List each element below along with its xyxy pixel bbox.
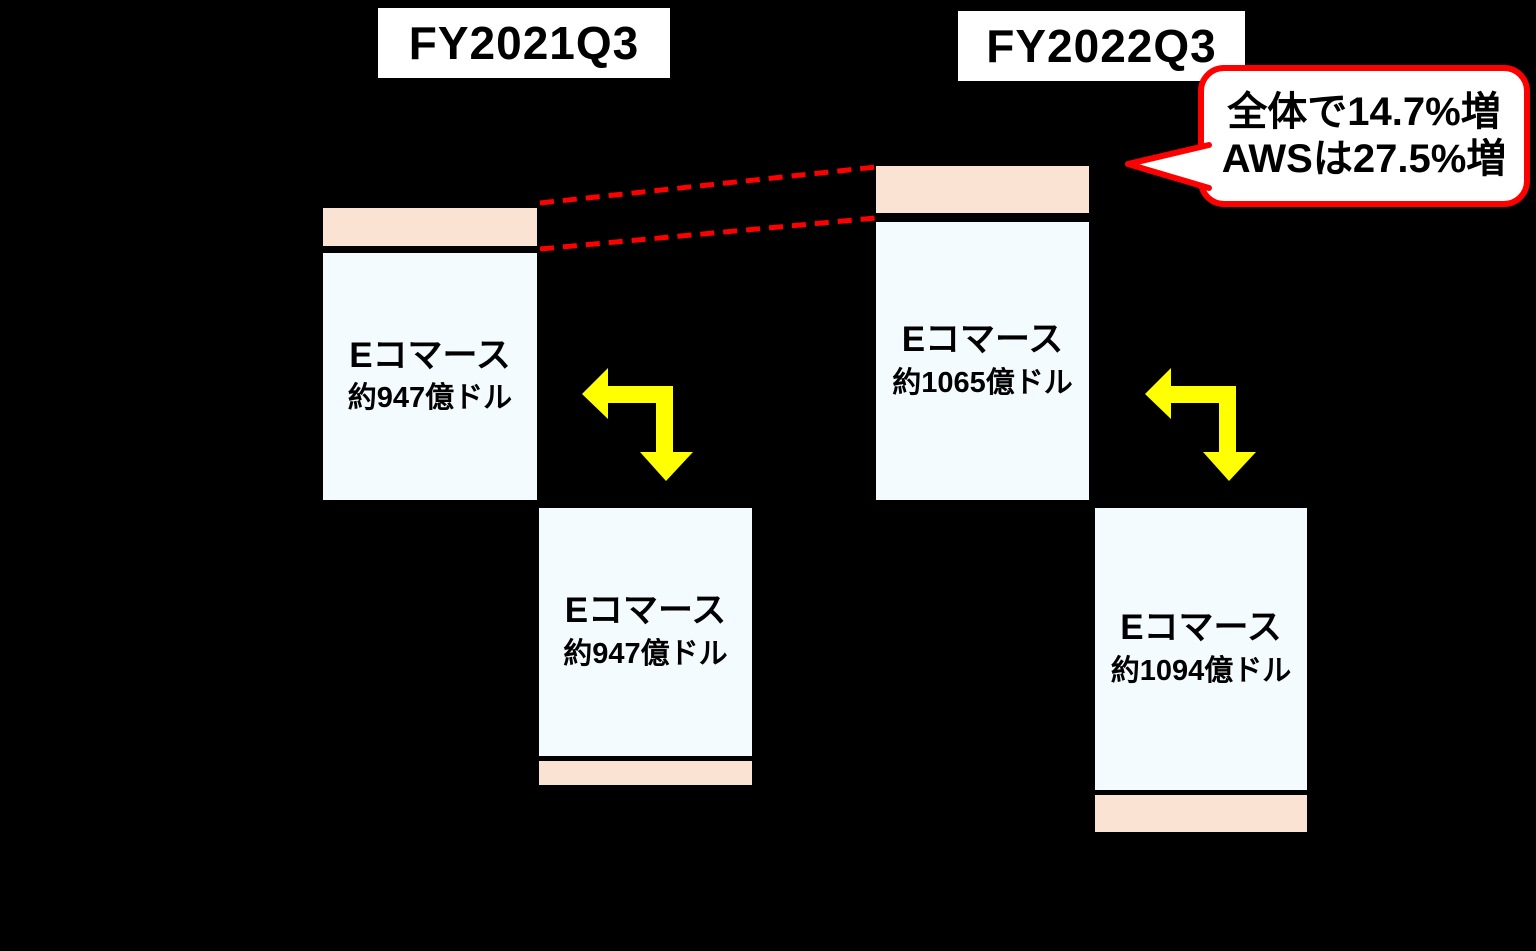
fy2022-shifted-ecommerce-segment: Eコマース 約1094億ドル <box>1095 508 1307 790</box>
aws-connector-dashed-line-top <box>539 164 877 206</box>
period-title-fy2021q3: FY2021Q3 <box>378 8 670 78</box>
segment-label-line1: Eコマース <box>901 320 1064 360</box>
aws-connector-dashed-line-bottom <box>539 215 877 252</box>
fy2022-revenue-aws-segment <box>876 166 1089 213</box>
segment-label-line1: Eコマース <box>1120 608 1282 648</box>
growth-callout-bubble: 全体で14.7%増 AWSは27.5%増 <box>1198 65 1530 207</box>
fy2022-shifted-aws-segment <box>1095 795 1307 832</box>
period-title-fy2022q3: FY2022Q3 <box>958 11 1245 81</box>
left-down-bent-arrow-icon <box>1145 368 1256 481</box>
callout-line1: 全体で14.7%増 <box>1227 90 1501 135</box>
fy2021-revenue-aws-segment <box>323 208 537 246</box>
speech-bubble-tail-edge-bottom <box>1125 161 1212 191</box>
segment-label-line1: Eコマース <box>349 335 511 375</box>
fy2021-shifted-ecommerce-segment: Eコマース 約947億ドル <box>539 508 752 756</box>
callout-line2: AWSは27.5%増 <box>1221 137 1507 181</box>
segment-label-line2: 約1094億ドル <box>1110 654 1292 687</box>
fy2021-revenue-ecommerce-label: Eコマース 約947億ドル <box>323 253 537 500</box>
speech-bubble-tail-edge-top <box>1125 142 1212 167</box>
segment-label-line2: 約947億ドル <box>347 382 513 415</box>
period-title-right-text: FY2022Q3 <box>986 20 1217 72</box>
fy2022-shifted-ecommerce-label: Eコマース 約1094億ドル <box>1095 508 1307 790</box>
period-title-left-text: FY2021Q3 <box>408 17 640 69</box>
segment-label-line2: 約1065億ドル <box>892 366 1073 399</box>
fy2022-revenue-ecommerce-segment: Eコマース 約1065億ドル <box>876 222 1089 500</box>
left-down-bent-arrow-icon <box>582 368 693 481</box>
fy2021-revenue-ecommerce-segment: Eコマース 約947億ドル <box>323 253 537 500</box>
fy2021-shifted-aws-segment <box>539 761 752 785</box>
segment-label-line2: 約947億ドル <box>563 637 728 670</box>
segment-label-line1: Eコマース <box>564 591 727 631</box>
fy2022-revenue-ecommerce-label: Eコマース 約1065億ドル <box>876 222 1089 500</box>
fy2021-shifted-ecommerce-label: Eコマース 約947億ドル <box>539 508 752 756</box>
